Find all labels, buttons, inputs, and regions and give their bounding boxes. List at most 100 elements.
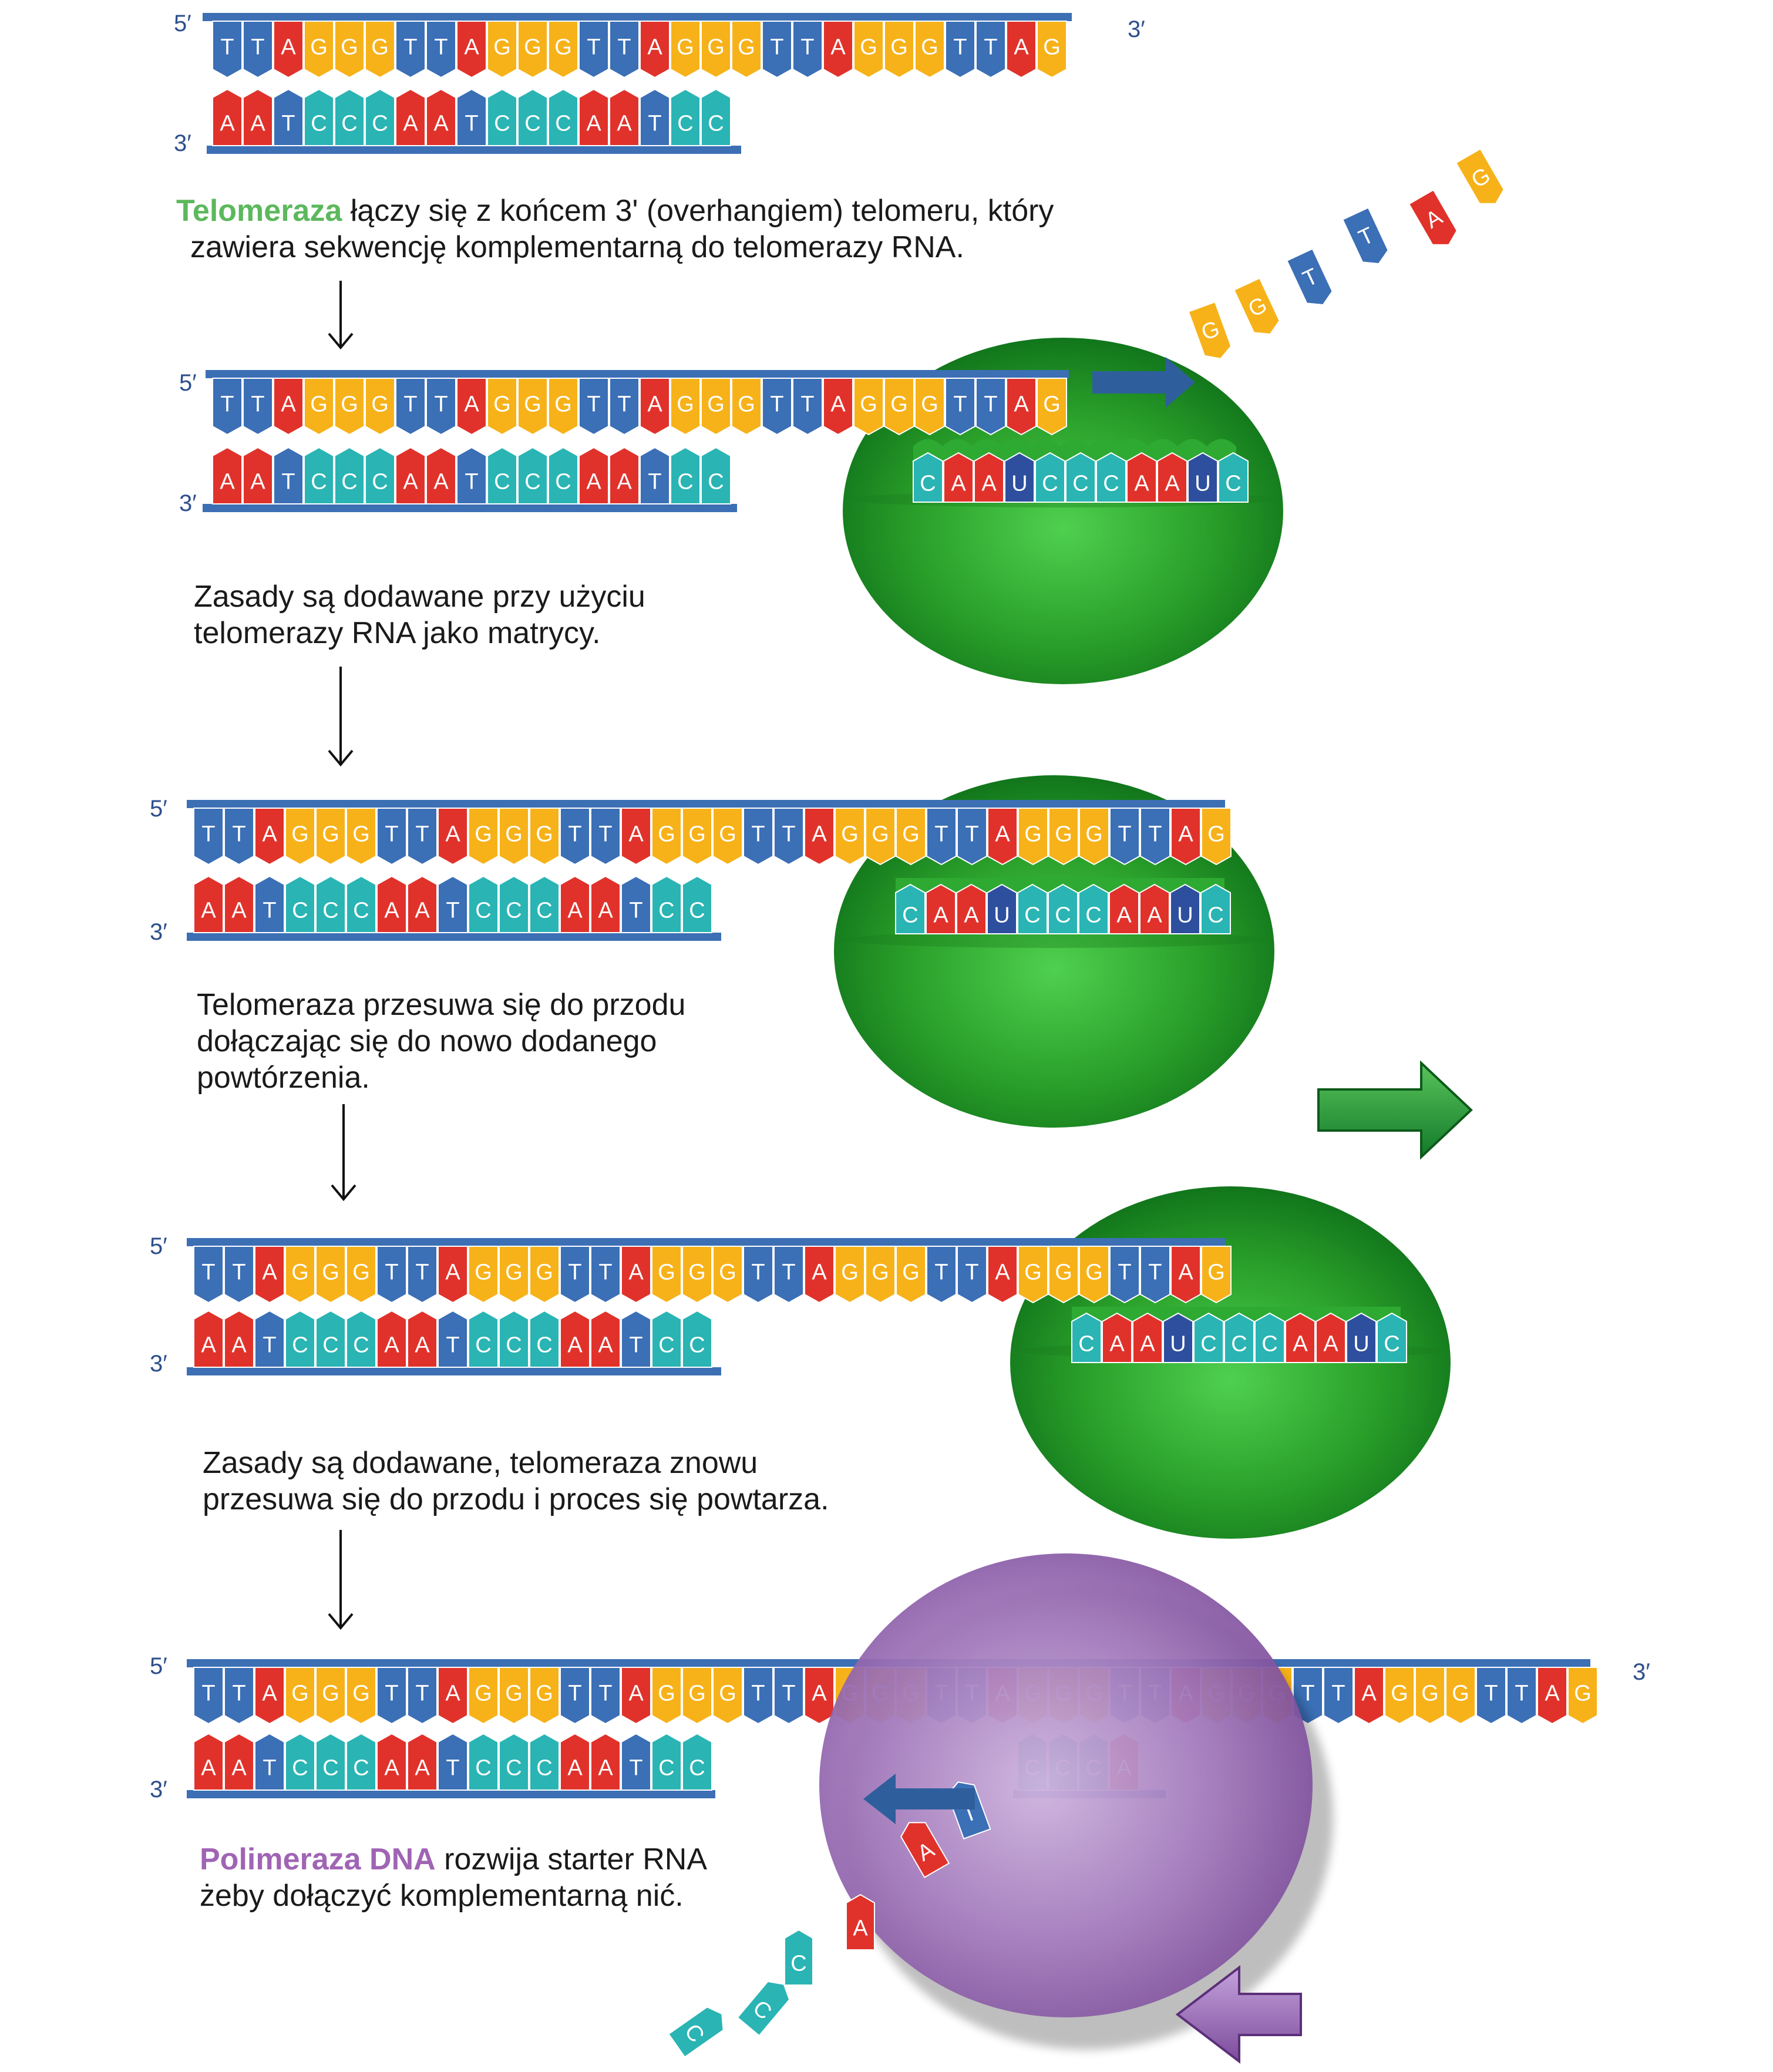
rna-nucleotide: U (1163, 1312, 1193, 1363)
rna-nucleotide: U (1187, 452, 1218, 503)
bottom-strand-nucleotide: A (560, 1733, 590, 1791)
svg-text:C: C (689, 899, 705, 923)
svg-text:T: T (1148, 1260, 1162, 1285)
caption-step-1-line-2: zawiera sekwencję komplementarną do telo… (190, 230, 964, 264)
top-strand-nucleotide: T (395, 378, 426, 436)
top-strand-nucleotide: G (865, 1246, 896, 1304)
svg-text:T: T (403, 392, 417, 417)
top-strand-nucleotide: T (376, 1667, 407, 1725)
svg-text:C: C (689, 1333, 705, 1358)
svg-text:C: C (1200, 1331, 1216, 1356)
top-strand-nucleotide: A (804, 1246, 835, 1304)
rna-nucleotide: C (1078, 883, 1109, 934)
top-strand-nucleotide: G (499, 1246, 529, 1304)
svg-text:C: C (292, 899, 308, 923)
svg-text:T: T (434, 392, 448, 417)
five-prime-label-5: 5′ (150, 1653, 167, 1679)
top-strand-nucleotide: G (468, 808, 499, 866)
top-strand-nucleotide: T (945, 21, 975, 79)
top-strand-nucleotide: T (578, 378, 609, 436)
top-strand-nucleotide: T (792, 378, 823, 436)
svg-text:G: G (1207, 822, 1225, 847)
top-strand-nucleotide: G (670, 21, 701, 79)
svg-text:A: A (384, 899, 399, 923)
bottom-strand-nucleotide: C (548, 88, 578, 146)
caption-step-5: Polimeraza DNA rozwija starter RNA żeby … (200, 1841, 707, 1914)
svg-text:G: G (921, 392, 938, 417)
top-strand-nucleotide: G (701, 21, 731, 79)
svg-text:A: A (853, 1916, 868, 1941)
bottom-strand-nucleotide: C (670, 88, 701, 146)
bottom-strand-nucleotide: C (651, 1733, 682, 1791)
svg-text:C: C (475, 1333, 491, 1358)
down-arrow-3 (331, 1104, 356, 1202)
top-strand-nucleotide: G (682, 1246, 712, 1304)
svg-text:T: T (984, 35, 997, 60)
svg-text:U: U (1353, 1331, 1369, 1356)
top-strand-nucleotide: G (334, 378, 365, 436)
top-strand-nucleotide: T (426, 21, 456, 79)
top-strand-nucleotide: G (315, 1246, 346, 1304)
svg-text:G: G (1452, 1681, 1469, 1706)
svg-text:T: T (201, 1681, 215, 1706)
svg-text:A: A (1014, 392, 1029, 417)
bottom-strand-nucleotide: T (456, 446, 487, 504)
bottom-strand-nucleotide: A (578, 446, 609, 504)
top-strand-nucleotide: T (224, 808, 254, 866)
top-strand-nucleotide: G (835, 1246, 865, 1304)
caption-step-3-line-2: dołączając się do nowo dodanego (197, 1024, 657, 1058)
top-strand-nucleotide: T (560, 1246, 590, 1304)
svg-text:T: T (598, 1681, 612, 1706)
bottom-strand-nucleotide: T (254, 875, 285, 933)
top-strand-nucleotide: T (743, 808, 773, 866)
bottom-strand-nucleotide: A (590, 1310, 621, 1368)
bottom-strand-nucleotide: C (682, 1310, 712, 1368)
bottom-strand-nucleotide: C (529, 875, 560, 933)
top-strand-nucleotide: T (773, 1667, 804, 1725)
bottom-strand-nucleotide: A (590, 1733, 621, 1791)
top-strand-nucleotide: A (823, 21, 853, 79)
svg-text:A: A (384, 1333, 399, 1358)
svg-text:C: C (555, 470, 571, 495)
svg-text:A: A (262, 822, 277, 847)
svg-text:C: C (536, 899, 552, 923)
top-strand-nucleotide: T (243, 21, 273, 79)
svg-text:C: C (1231, 1331, 1247, 1356)
top-strand-nucleotide: A (438, 808, 468, 866)
svg-text:G: G (688, 1260, 706, 1285)
svg-text:T: T (568, 1260, 581, 1285)
bottom-strand-nucleotide: A (376, 1310, 407, 1368)
svg-text:G: G (1085, 1260, 1103, 1285)
svg-text:T: T (770, 392, 783, 417)
svg-text:A: A (220, 112, 235, 136)
rna-nucleotide: A (1109, 883, 1139, 934)
bottom-strand-nucleotide: A (193, 1733, 224, 1791)
top-strand-nucleotide: T (376, 808, 407, 866)
svg-text:T: T (965, 1260, 978, 1285)
rna-nucleotide: A (1139, 883, 1170, 934)
svg-text:G: G (890, 35, 908, 60)
bottom-strand-nucleotide: C (499, 1733, 529, 1791)
svg-text:T: T (1331, 1681, 1345, 1706)
rna-nucleotide: A (956, 883, 987, 934)
svg-text:G: G (688, 1681, 706, 1706)
svg-text:C: C (658, 1756, 674, 1781)
rna-nucleotide: C (1224, 1312, 1254, 1363)
rna-nucleotide: U (1004, 452, 1035, 503)
svg-text:G: G (921, 35, 938, 60)
rna-nucleotide: U (1170, 883, 1200, 934)
bottom-strand-nucleotide: C (346, 1310, 376, 1368)
caption-step-3-line-3: powtórzenia. (197, 1061, 370, 1095)
svg-text:A: A (445, 822, 460, 847)
bottom-strand-nucleotide: A (224, 1310, 254, 1368)
svg-text:C: C (1085, 903, 1101, 927)
svg-text:A: A (415, 1756, 430, 1781)
svg-text:G: G (719, 822, 736, 847)
top-strand-nucleotide: T (1476, 1667, 1506, 1725)
svg-text:T: T (800, 35, 814, 60)
top-strand-nucleotide: G (865, 808, 896, 866)
top-strand-nucleotide: G (712, 1246, 743, 1304)
svg-text:C: C (1055, 903, 1071, 927)
top-strand-nucleotide: G (884, 21, 914, 79)
